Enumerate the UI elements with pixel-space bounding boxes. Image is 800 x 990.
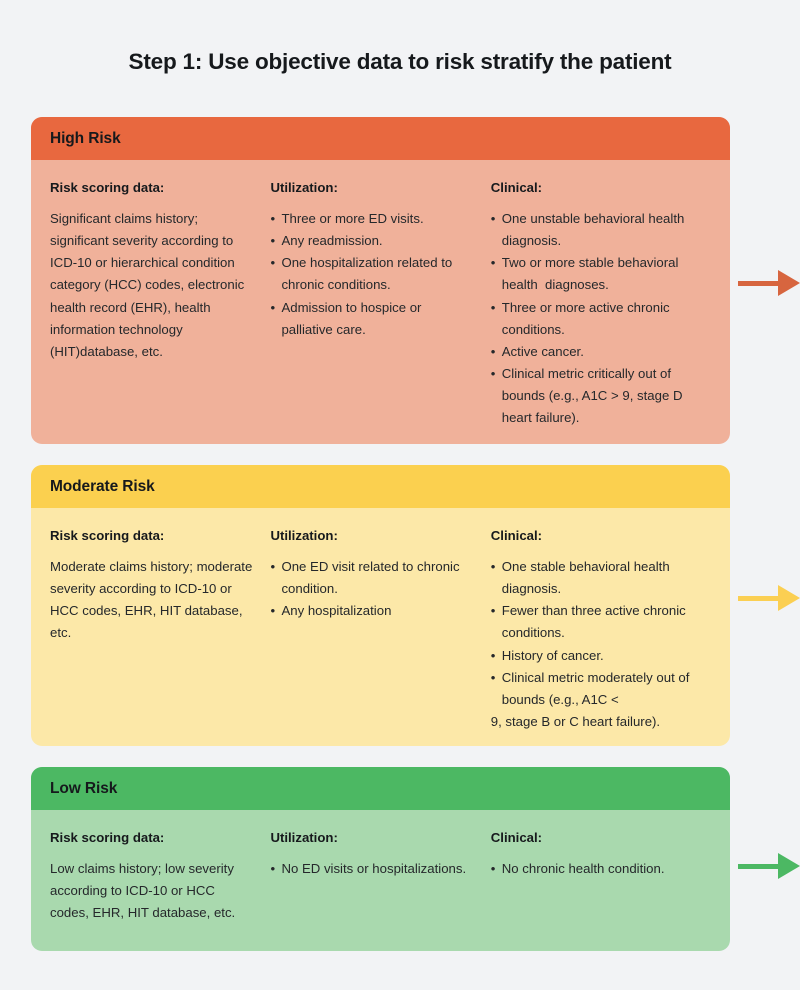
card-body-low: Risk scoring data: Low claims history; l… [31, 810, 730, 946]
list-item: One hospitalization related to chronic c… [270, 252, 474, 296]
card-title-high: High Risk [50, 129, 121, 147]
risk-card-high: High Risk Risk scoring data: Significant… [31, 117, 800, 444]
column-utilization-moderate: Utilization: One ED visit related to chr… [270, 528, 490, 733]
list-item: Active cancer. [491, 341, 716, 363]
bullet-list-utilization-moderate: One ED visit related to chronic conditio… [270, 556, 474, 623]
column-heading-clinical: Clinical: [490, 180, 543, 195]
column-heading-utilization: Utilization: [270, 830, 338, 845]
flow-arrow-low [738, 853, 800, 879]
list-item: Two or more stable behavioral health dia… [491, 252, 716, 296]
column-heading-risk-scoring: Risk scoring data: [50, 830, 165, 845]
card-title-low: Low Risk [50, 779, 118, 797]
column-risk-scoring-moderate: Risk scoring data: Moderate claims histo… [50, 528, 270, 733]
column-heading-utilization: Utilization: [270, 528, 338, 543]
column-clinical-high: Clinical: One unstable behavioral health… [491, 180, 716, 430]
risk-card-moderate: Moderate Risk Risk scoring data: Moderat… [31, 465, 800, 746]
list-item: One stable behavioral health diagnosis. [491, 556, 716, 600]
arrow-head-icon [778, 585, 800, 611]
column-heading-clinical: Clinical: [490, 528, 543, 543]
list-item: No chronic health condition. [491, 858, 716, 880]
column-heading-risk-scoring: Risk scoring data: [50, 528, 165, 543]
column-risk-scoring-high: Risk scoring data: Significant claims hi… [50, 180, 270, 430]
bullet-list-utilization-high: Three or more ED visits. Any readmission… [270, 208, 474, 341]
flow-arrow-moderate [738, 585, 800, 611]
column-text-risk-scoring: Moderate claims history; moderate severi… [50, 558, 256, 641]
page-title: Step 1: Use objective data to risk strat… [128, 49, 672, 74]
column-heading-clinical: Clinical: [490, 830, 543, 845]
bullet-list-clinical-high: One unstable behavioral health diagnosis… [491, 208, 716, 430]
column-clinical-moderate: Clinical: One stable behavioral health d… [491, 528, 716, 733]
card-header-high: High Risk [31, 117, 730, 160]
column-text-risk-scoring: Low claims history; low severity accordi… [50, 860, 238, 921]
arrow-shaft-icon [738, 595, 778, 601]
column-risk-scoring-low: Risk scoring data: Low claims history; l… [50, 830, 270, 924]
list-item: One ED visit related to chronic conditio… [270, 556, 474, 600]
list-item: Clinical metric critically out of bounds… [491, 363, 716, 430]
list-item: Three or more ED visits. [270, 208, 474, 230]
column-utilization-low: Utilization: No ED visits or hospitaliza… [270, 830, 490, 924]
card-body-moderate: Risk scoring data: Moderate claims histo… [31, 508, 730, 746]
column-clinical-low: Clinical: No chronic health condition. [491, 830, 716, 924]
bullet-list-clinical-low: No chronic health condition. [491, 858, 716, 880]
risk-card-list: High Risk Risk scoring data: Significant… [31, 117, 800, 972]
arrow-head-icon [778, 853, 800, 879]
list-item: Clinical metric moderately out of bounds… [491, 667, 716, 711]
column-utilization-high: Utilization: Three or more ED visits. An… [270, 180, 490, 430]
column-heading-risk-scoring: Risk scoring data: [50, 180, 165, 195]
column-heading-utilization: Utilization: [270, 180, 338, 195]
list-item: Three or more active chronic conditions. [491, 297, 716, 341]
list-item-continuation: 9, stage B or C heart failure). [490, 714, 661, 730]
list-item: One unstable behavioral health diagnosis… [491, 208, 716, 252]
card-body-high: Risk scoring data: Significant claims hi… [31, 160, 730, 444]
list-item: No ED visits or hospitalizations. [270, 858, 474, 880]
flow-arrow-high [738, 270, 800, 296]
list-item: Any hospitalization [270, 600, 474, 622]
card-title-moderate: Moderate Risk [50, 477, 155, 495]
list-item: Fewer than three active chronic conditio… [491, 600, 716, 644]
arrow-head-icon [778, 270, 800, 296]
bullet-list-clinical-moderate: One stable behavioral health diagnosis. … [491, 556, 716, 733]
list-item: History of cancer. [491, 645, 716, 667]
risk-card-low: Low Risk Risk scoring data: Low claims h… [31, 767, 800, 951]
arrow-shaft-icon [738, 863, 778, 869]
list-item: Admission to hospice or palliative care. [270, 297, 474, 341]
arrow-shaft-icon [738, 280, 778, 286]
bullet-list-utilization-low: No ED visits or hospitalizations. [270, 858, 474, 880]
column-text-risk-scoring: Significant claims history; significant … [50, 210, 248, 359]
card-header-low: Low Risk [31, 767, 730, 810]
list-item: Any readmission. [270, 230, 474, 252]
card-header-moderate: Moderate Risk [31, 465, 730, 508]
